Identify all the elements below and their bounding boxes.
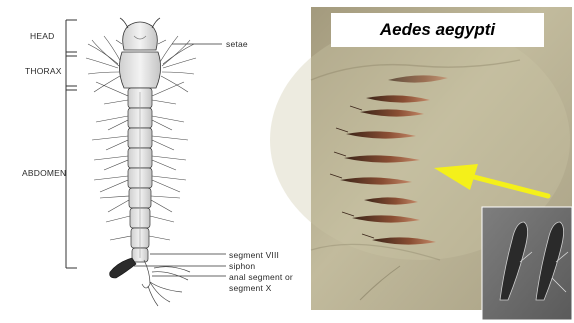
larva-siphon — [110, 258, 136, 278]
comb-scale-photo — [270, 7, 572, 320]
larva-head — [116, 18, 166, 50]
label-siphon: siphon — [229, 261, 255, 271]
label-segment-viii: segment VIII — [229, 250, 279, 260]
larva-anal-segment — [142, 260, 190, 306]
larva-diagram — [66, 18, 226, 306]
label-abdomen: ABDOMEN — [22, 168, 66, 178]
species-title: Aedes aegypti — [331, 13, 544, 47]
label-setae: setae — [226, 39, 248, 49]
label-anal-segment: anal segment or — [229, 272, 293, 282]
label-segment-x: segment X — [229, 283, 271, 293]
label-head: HEAD — [30, 31, 54, 41]
inset-micrograph — [482, 207, 572, 320]
label-thorax: THORAX — [25, 66, 62, 76]
region-bracket — [66, 20, 77, 268]
larva-thorax — [119, 52, 160, 88]
